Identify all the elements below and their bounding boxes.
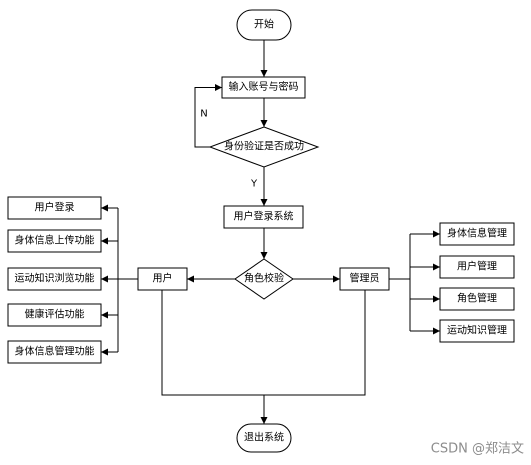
auth-check-node: 身份验证是否成功 bbox=[208, 126, 320, 168]
user-function-shape bbox=[7, 196, 102, 220]
user-function-shape bbox=[7, 340, 102, 364]
edge-merge-to-exit bbox=[161, 290, 366, 396]
user-function-node: 健康评估功能 bbox=[7, 303, 102, 327]
admin-function-node: 运动知识管理 bbox=[439, 319, 515, 343]
admin-function-shape bbox=[439, 255, 515, 279]
user-function-node: 身体信息上传功能 bbox=[7, 229, 102, 253]
admin-function-node: 用户管理 bbox=[439, 255, 515, 279]
start-node-label: 开始 bbox=[254, 18, 274, 31]
login-system-node: 用户登录系统 bbox=[223, 205, 304, 229]
watermark: CSDN @郑洁文 bbox=[431, 442, 524, 457]
edge-label-yes: Y bbox=[250, 179, 258, 190]
exit-node: 退出系统 bbox=[236, 423, 292, 453]
user-function-label: 身体信息上传功能 bbox=[15, 234, 95, 247]
exit-node-label: 退出系统 bbox=[244, 431, 284, 444]
user-function-node: 运动知识浏览功能 bbox=[7, 267, 102, 291]
user-function-node: 身体信息管理功能 bbox=[7, 340, 102, 364]
role-check-label: 角色校验 bbox=[244, 272, 284, 285]
user-function-shape bbox=[7, 303, 102, 327]
user-function-shape bbox=[7, 267, 102, 291]
user-function-node: 用户登录 bbox=[7, 196, 102, 220]
user-function-label: 运动知识浏览功能 bbox=[15, 272, 95, 285]
admin-node: 管理员 bbox=[339, 267, 390, 291]
user-function-label: 身体信息管理功能 bbox=[15, 345, 95, 358]
input-credentials-label: 输入账号与密码 bbox=[229, 80, 299, 93]
admin-function-shape bbox=[439, 319, 515, 343]
admin-function-node: 身体信息管理 bbox=[439, 222, 515, 246]
exit-node-shape bbox=[236, 423, 292, 453]
user-node: 用户 bbox=[137, 267, 188, 291]
edge-label-no: N bbox=[200, 109, 207, 120]
start-node: 开始 bbox=[236, 9, 292, 41]
admin-function-label: 运动知识管理 bbox=[447, 324, 507, 337]
admin-node-label: 管理员 bbox=[350, 272, 380, 285]
user-node-label: 用户 bbox=[153, 272, 173, 285]
admin-function-node: 角色管理 bbox=[439, 287, 515, 311]
user-function-label: 用户登录 bbox=[35, 201, 75, 214]
input-credentials-node: 输入账号与密码 bbox=[221, 76, 306, 99]
user-function-shape bbox=[7, 229, 102, 253]
role-check-node: 角色校验 bbox=[234, 258, 294, 300]
admin-function-label: 用户管理 bbox=[457, 260, 497, 273]
admin-function-label: 角色管理 bbox=[457, 292, 497, 305]
auth-check-label: 身份验证是否成功 bbox=[224, 140, 304, 153]
admin-function-label: 身体信息管理 bbox=[447, 227, 507, 240]
admin-function-shape bbox=[439, 287, 515, 311]
edge-auth-no-loop bbox=[194, 84, 222, 148]
role-check-shape bbox=[234, 258, 294, 300]
login-system-label: 用户登录系统 bbox=[234, 210, 294, 223]
user-function-label: 健康评估功能 bbox=[25, 308, 85, 321]
admin-function-shape bbox=[439, 222, 515, 246]
